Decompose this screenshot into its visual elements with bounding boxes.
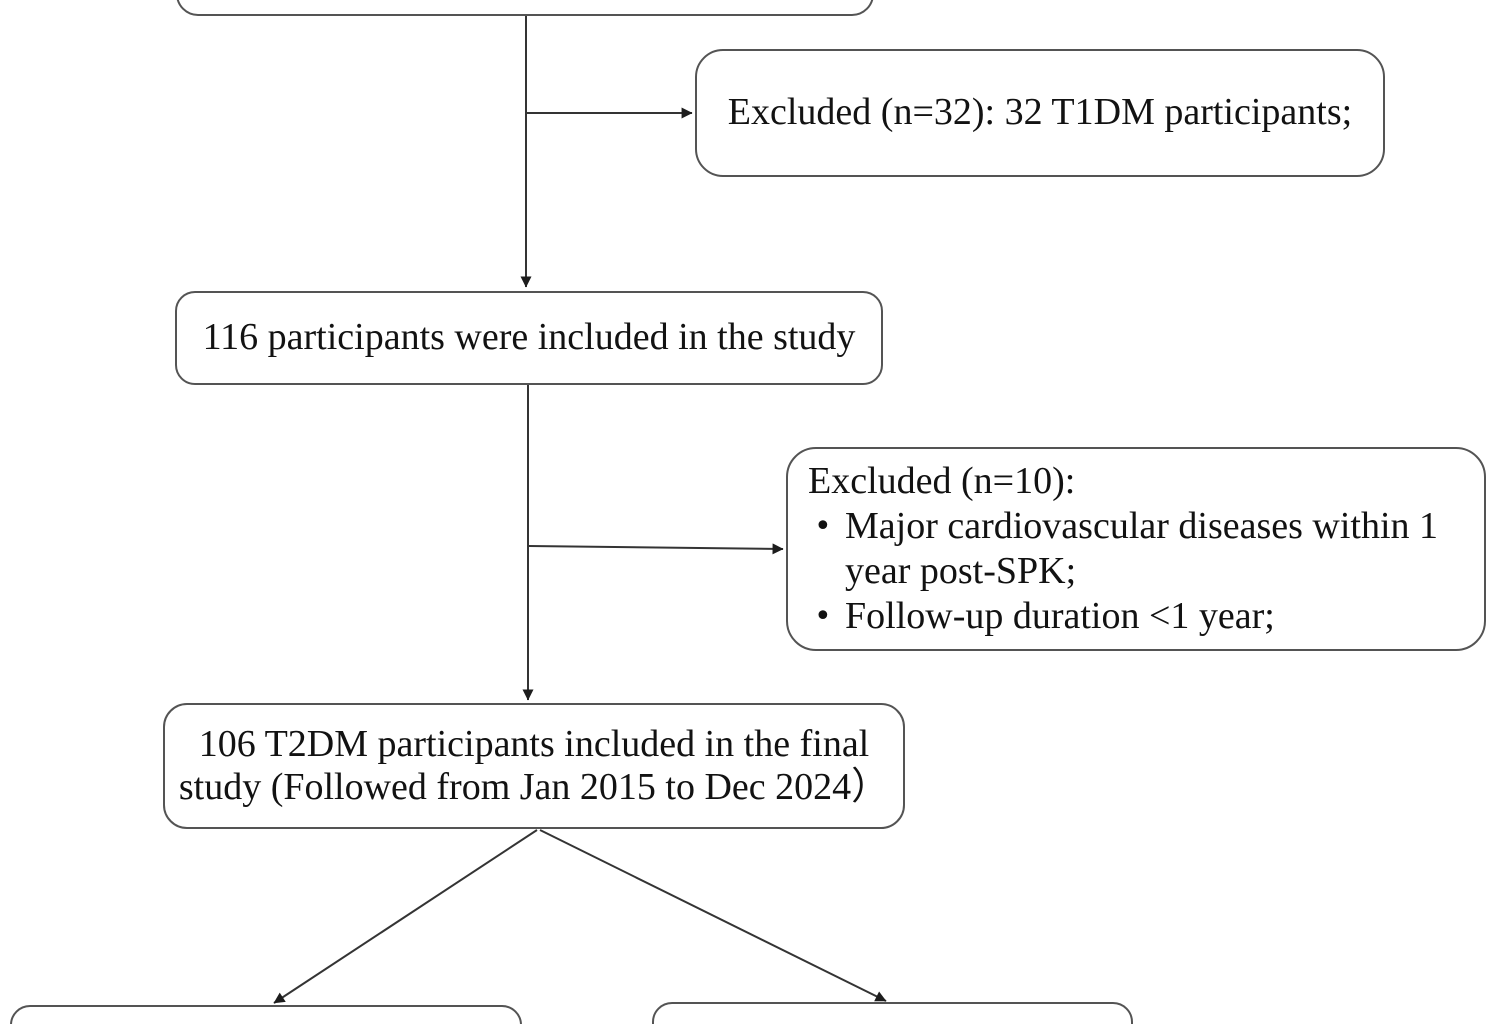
- excluded-n32-box: Excluded (n=32): 32 T1DM participants;: [695, 49, 1385, 177]
- excluded-n10-bullet-1: • Major cardiovascular diseases within 1…: [808, 504, 1445, 594]
- arrow-final-to-bottom-right: [539, 829, 887, 1002]
- arrow-final-to-bottom-left: [273, 829, 538, 1004]
- final-106-line-2: study (Followed from Jan 2015 to Dec 202…: [178, 766, 890, 808]
- excluded-n10-header: Excluded (n=10):: [808, 460, 1076, 502]
- top-box: [176, 0, 874, 16]
- outcome-left-box: [10, 1005, 522, 1024]
- excluded-n10-bullet-2: • Follow-up duration <1 year;: [808, 594, 1275, 639]
- outcome-right-box: [652, 1002, 1133, 1024]
- included-116-box: 116 participants were included in the st…: [175, 291, 883, 385]
- excluded-n10-box: Excluded (n=10): • Major cardiovascular …: [786, 447, 1486, 651]
- bullet-icon: •: [814, 599, 832, 634]
- included-116-label: 116 participants were included in the st…: [202, 316, 856, 359]
- excluded-n10-bullet-1-text: Major cardiovascular diseases within 1 y…: [845, 505, 1439, 592]
- bullet-icon: •: [814, 509, 832, 544]
- excluded-n10-bullet-2-text: Follow-up duration <1 year;: [845, 595, 1275, 637]
- final-106-box: 106 T2DM participants included in the fi…: [163, 703, 905, 829]
- final-106-line-1: 106 T2DM participants included in the fi…: [198, 723, 870, 765]
- excluded-n32-label: Excluded (n=32): 32 T1DM participants;: [727, 91, 1353, 134]
- arrow-to-excluded-n10: [528, 543, 784, 555]
